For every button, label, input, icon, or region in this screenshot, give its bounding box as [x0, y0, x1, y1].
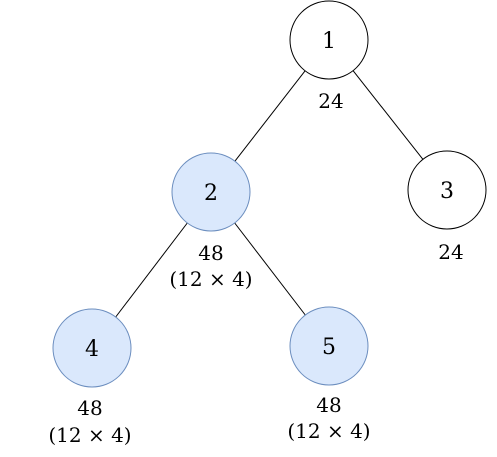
- node-value-5: 48: [316, 393, 341, 417]
- node-layer: 1 2 3 4 5: [52, 0, 487, 388]
- node-value-1: 24: [318, 89, 343, 113]
- tree-node-5: 5: [289, 306, 369, 386]
- tree-node-3: 3: [407, 150, 487, 230]
- edge-2-5: [234, 222, 306, 316]
- node-value-3: 24: [438, 240, 463, 264]
- tree-node-2: 2: [171, 152, 251, 232]
- node-circle-2: [171, 152, 251, 232]
- node-circle-4: [52, 308, 132, 388]
- node-circle-3: [407, 150, 487, 230]
- node-detail-5: (12 × 4): [287, 419, 370, 443]
- node-circle-5: [289, 306, 369, 386]
- node-detail-4: (12 × 4): [48, 423, 131, 447]
- node-label-4: 4: [85, 337, 99, 362]
- node-value-2: 48: [198, 241, 223, 265]
- node-label-5: 5: [322, 335, 336, 360]
- edge-2-4: [115, 222, 188, 318]
- edge-1-2: [234, 70, 306, 162]
- tree-node-1: 1: [289, 0, 369, 80]
- node-label-3: 3: [440, 179, 454, 204]
- tree-node-4: 4: [52, 308, 132, 388]
- node-circle-1: [289, 0, 369, 80]
- node-label-2: 2: [204, 181, 218, 206]
- edge-1-3: [352, 70, 424, 160]
- edge-layer: [115, 70, 424, 318]
- node-detail-2: (12 × 4): [169, 267, 252, 291]
- node-value-4: 48: [77, 396, 102, 420]
- node-label-1: 1: [322, 29, 336, 54]
